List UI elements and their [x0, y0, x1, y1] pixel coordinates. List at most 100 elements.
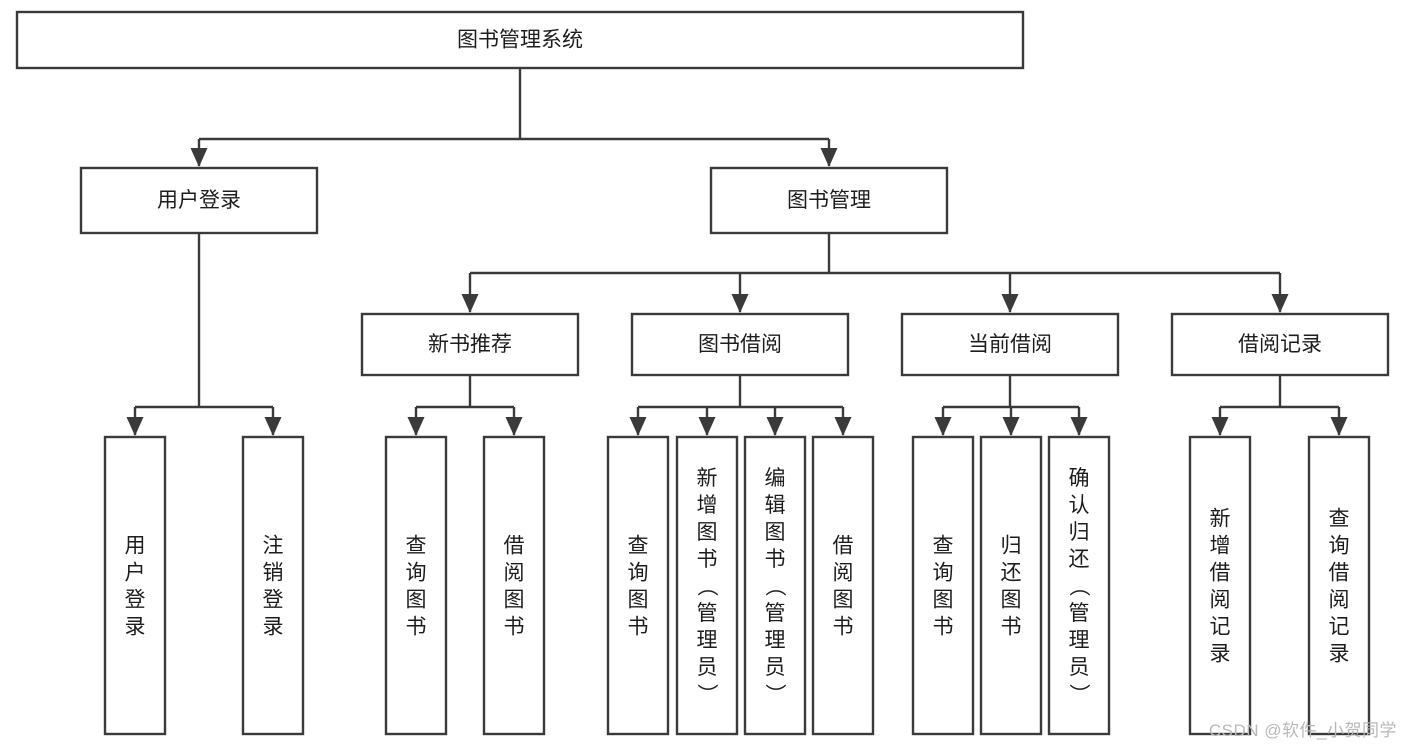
node-label-l3-2: 当前借阅	[968, 333, 1052, 356]
leaf-10-确认归还管理员-char-4: （	[1067, 576, 1090, 597]
arrow-用户登录-to-leaf-1	[264, 417, 282, 436]
node-l2-用户登录-rect[interactable]	[79, 166, 319, 235]
leaf-9-归还图书-rect[interactable]	[979, 435, 1043, 736]
leaf-5-新增图书管理员-rect[interactable]	[675, 435, 739, 736]
leaf-8-查询图书-char-1: 询	[933, 562, 954, 585]
leaf-12-查询借阅记录-char-3: 阅	[1329, 589, 1350, 612]
leaf-5-新增图书管理员-char-0: 新	[697, 467, 718, 490]
arrow-新书推荐-to-leaf-0	[407, 417, 425, 436]
leaf-0-用户登录-char-0: 用	[125, 535, 146, 558]
arrow-mgr-to-l3-0	[461, 294, 479, 313]
leaf-8-查询图书-char-0: 查	[933, 535, 954, 558]
node-l3-图书借阅[interactable]: 图书借阅	[630, 312, 850, 377]
leaf-2-查询图书-char-2: 图	[406, 589, 427, 612]
leaf-10-确认归还管理员-char-5: 管	[1069, 602, 1090, 625]
arrow-图书借阅-to-leaf-2	[766, 417, 784, 436]
node-l2-图书管理-rect[interactable]	[709, 166, 949, 235]
leaf-0-用户登录-char-2: 登	[125, 589, 146, 612]
leaf-8-查询图书-char-3: 书	[933, 616, 954, 639]
node-label-l2-0: 用户登录	[157, 189, 241, 212]
node-l3-新书推荐-rect[interactable]	[360, 312, 580, 377]
leaf-12-查询借阅记录-rect[interactable]	[1307, 435, 1371, 736]
leaf-6-编辑图书管理员-char-2: 图	[765, 521, 786, 544]
leaf-9-归还图书-char-2: 图	[1001, 589, 1022, 612]
arrow-新书推荐-to-leaf-1	[505, 417, 523, 436]
node-l3-当前借阅-rect[interactable]	[900, 312, 1120, 377]
leaf-10-确认归还管理员-char-1: 认	[1069, 494, 1090, 517]
leaf-5-新增图书管理员-char-1: 增	[697, 494, 718, 517]
leaf-9-归还图书-char-1: 还	[1001, 562, 1022, 585]
arrow-用户登录-to-leaf-0	[126, 417, 144, 436]
leaf-3-借阅图书-char-1: 阅	[504, 562, 525, 585]
leaf-3-借阅图书-char-0: 借	[504, 535, 525, 558]
leaf-7-借阅图书-rect[interactable]	[811, 435, 875, 736]
leaf-0-用户登录-rect[interactable]	[103, 435, 167, 736]
leaf-5-新增图书管理员-char-4: （	[695, 576, 718, 597]
leaf-10-确认归还管理员-char-0: 确	[1069, 467, 1090, 490]
arrow-当前借阅-to-leaf-0	[934, 417, 952, 436]
node-l3-借阅记录-rect[interactable]	[1170, 312, 1390, 377]
node-root-图书管理系统-rect[interactable]	[15, 10, 1025, 70]
leaf-10-确认归还管理员-char-2: 归	[1069, 521, 1090, 544]
node-l3-当前借阅[interactable]: 当前借阅	[900, 312, 1120, 377]
leaf-4-查询图书-char-2: 图	[628, 589, 649, 612]
leaf-8-查询图书-rect[interactable]	[911, 435, 975, 736]
leaf-4-查询图书-char-1: 询	[628, 562, 649, 585]
leaf-4-查询图书-rect[interactable]	[606, 435, 670, 736]
node-label-l2-1: 图书管理	[787, 189, 871, 212]
leaf-2-查询图书-char-0: 查	[406, 535, 427, 558]
arrow-图书借阅-to-leaf-0	[629, 417, 647, 436]
leaf-12-查询借阅记录-char-1: 询	[1329, 535, 1350, 558]
node-l2-用户登录[interactable]: 用户登录	[79, 166, 319, 235]
leaf-5-新增图书管理员-char-2: 图	[697, 521, 718, 544]
leaf-1-注销登录-char-0: 注	[263, 535, 284, 558]
node-label-root: 图书管理系统	[457, 29, 583, 52]
arrow-图书借阅-to-leaf-3	[834, 417, 852, 436]
node-l2-图书管理[interactable]: 图书管理	[709, 166, 949, 235]
leaf-1-注销登录-rect[interactable]	[241, 435, 305, 736]
leaf-12-查询借阅记录-char-0: 查	[1329, 508, 1350, 531]
leaf-4-查询图书-char-0: 查	[628, 535, 649, 558]
leaf-8-查询图书-char-2: 图	[933, 589, 954, 612]
leaf-10-确认归还管理员-rect[interactable]	[1047, 435, 1111, 736]
leaf-5-新增图书管理员-char-6: 理	[697, 629, 718, 652]
leaf-6-编辑图书管理员-char-5: 管	[765, 602, 786, 625]
leaf-10-确认归还管理员-char-7: 员	[1069, 656, 1090, 679]
node-root-图书管理系统[interactable]: 图书管理系统	[15, 10, 1025, 70]
node-label-l3-1: 图书借阅	[698, 333, 782, 356]
leaf-5-新增图书管理员-char-5: 管	[697, 602, 718, 625]
leaf-11-新增借阅记录-rect[interactable]	[1188, 435, 1252, 736]
node-l3-借阅记录[interactable]: 借阅记录	[1170, 312, 1390, 377]
node-l3-新书推荐[interactable]: 新书推荐	[360, 312, 580, 377]
leaf-11-新增借阅记录-char-0: 新	[1210, 508, 1231, 531]
arrow-root-to-l2-0	[190, 148, 208, 167]
leaf-6-编辑图书管理员-char-1: 辑	[765, 494, 786, 517]
connectors-layer	[126, 68, 1348, 436]
leaf-2-查询图书-char-1: 询	[406, 562, 427, 585]
leaf-0-用户登录[interactable]: 用户登录	[103, 435, 167, 736]
node-label-l3-3: 借阅记录	[1238, 333, 1322, 356]
boxes-layer: 图书管理系统用户登录图书管理新书推荐图书借阅当前借阅借阅记录用户登录注销登录查询…	[15, 10, 1390, 736]
leaf-2-查询图书-rect[interactable]	[384, 435, 448, 736]
node-l3-图书借阅-rect[interactable]	[630, 312, 850, 377]
leaf-6-编辑图书管理员-rect[interactable]	[743, 435, 807, 736]
leaf-10-确认归还管理员-char-6: 理	[1069, 629, 1090, 652]
leaf-6-编辑图书管理员-char-0: 编	[765, 467, 786, 490]
leaf-3-借阅图书-rect[interactable]	[482, 435, 546, 736]
leaf-11-新增借阅记录-char-1: 增	[1210, 535, 1231, 558]
arrow-借阅记录-to-leaf-1	[1330, 417, 1348, 436]
leaf-7-借阅图书-char-0: 借	[833, 535, 854, 558]
